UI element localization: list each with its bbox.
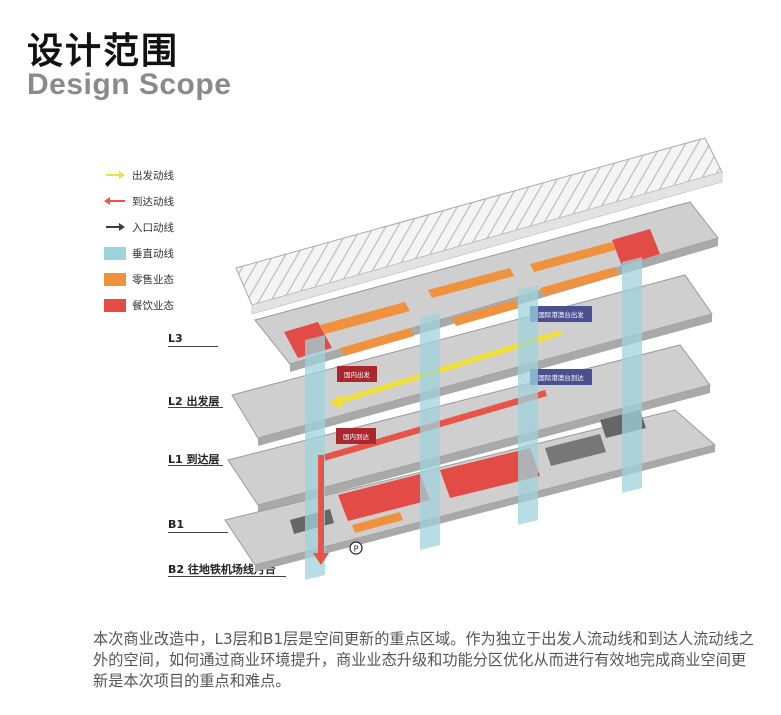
arrow-right-icon	[104, 169, 128, 181]
level-leader-b2	[168, 576, 286, 577]
legend-item-arrival: 到达动线	[104, 188, 174, 214]
slab-l1	[227, 344, 711, 506]
slab-b1	[224, 409, 717, 566]
level-leader-b1	[168, 532, 228, 533]
slab-l3	[254, 201, 719, 365]
legend-item-entry: 入口动线	[104, 214, 174, 240]
legend-label: 餐饮业态	[132, 299, 174, 312]
tag-intl-departure-label: 国际港澳台出发	[538, 310, 584, 319]
b1-dining-1	[338, 474, 430, 521]
b1-grey-3	[600, 410, 646, 438]
vertical-core-2	[420, 313, 440, 550]
b1-dining-2	[440, 448, 540, 498]
dining-swatch	[104, 299, 128, 312]
vertical-core-1	[305, 335, 325, 580]
legend: 出发动线 到达动线 入口动线 垂直动线 零售业态 餐饮业态	[104, 162, 174, 318]
tag-dom-arrival	[336, 428, 376, 444]
level-leader-l3	[168, 346, 218, 347]
caption: 本次商业改造中，L3层和B1层是空间更新的重点区域。作为独立于出发人流动线和到达…	[93, 630, 754, 690]
arrival-arrow-head	[313, 553, 329, 565]
slab-b1-edge	[255, 445, 715, 572]
level-leader-l1	[168, 465, 223, 466]
legend-label: 到达动线	[132, 195, 174, 208]
level-label-b2: B2 往地铁机场线月台	[168, 563, 276, 576]
arrival-vertical-path	[318, 455, 324, 555]
l3-retail-3	[428, 268, 514, 298]
l3-retail-1	[320, 302, 410, 334]
l3-dining-1	[284, 322, 332, 358]
b1-grey-2	[290, 509, 334, 534]
level-label-b1: B1	[168, 518, 185, 531]
parking-icon	[349, 541, 363, 555]
level-label-l1: L1 到达层	[168, 453, 220, 466]
legend-item-departure: 出发动线	[104, 162, 174, 188]
l1-arrival-path-h	[322, 390, 547, 461]
tag-intl-departure	[530, 306, 592, 322]
vertical-core-4	[622, 257, 642, 493]
l3-retail-5	[530, 242, 616, 272]
slab-l3-edge	[290, 238, 718, 372]
retail-swatch	[104, 273, 128, 286]
b1-grey-1	[545, 434, 606, 466]
l3-retail-4	[452, 300, 519, 326]
parking-label: P	[354, 545, 359, 554]
page-subtitle: Design Scope	[27, 68, 232, 101]
legend-item-vertical: 垂直动线	[104, 240, 174, 266]
vertical-swatch	[104, 247, 128, 260]
level-label-l2: L2 出发层	[168, 395, 220, 408]
legend-label: 垂直动线	[132, 247, 174, 260]
arrow-right-icon	[104, 221, 128, 233]
page-title: 设计范围	[27, 31, 180, 72]
tag-dom-arrival-label: 国内到达	[343, 432, 370, 441]
tag-intl-arrival-label: 国际港澳台到达	[538, 373, 584, 382]
l3-retail-6	[540, 267, 619, 296]
l2-departure-path	[335, 330, 562, 405]
tag-dom-departure	[337, 366, 377, 382]
legend-item-dining: 餐饮业态	[104, 292, 174, 318]
slab-l1-edge	[258, 385, 710, 513]
level-label-l3: L3	[168, 332, 183, 345]
vertical-core-3	[518, 285, 538, 525]
l2-departure-head	[330, 394, 342, 410]
tag-dom-departure-label: 国内出发	[344, 370, 371, 379]
l3-retail-2	[340, 328, 414, 356]
legend-label: 入口动线	[132, 221, 174, 234]
arrow-left-icon	[104, 195, 128, 207]
roof-canopy	[235, 137, 723, 306]
roof-edge	[251, 171, 723, 315]
b1-retail-1	[352, 512, 403, 533]
legend-label: 零售业态	[132, 273, 174, 286]
l3-dining-2	[612, 229, 660, 266]
legend-label: 出发动线	[132, 169, 174, 182]
level-leader-l2	[168, 407, 223, 408]
legend-item-retail: 零售业态	[104, 266, 174, 292]
tag-intl-arrival	[530, 369, 592, 385]
slab-l2-edge	[258, 314, 712, 446]
slab-l2	[231, 274, 713, 439]
